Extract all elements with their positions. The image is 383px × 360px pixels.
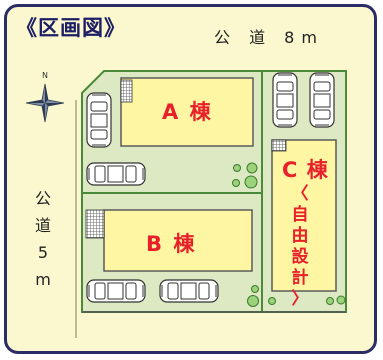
lot-a-label: A 棟 bbox=[162, 100, 213, 124]
page-title: 《区画図》 bbox=[16, 16, 126, 40]
lot-c-sub-char: 自 bbox=[291, 205, 309, 225]
lot-c-label: C 棟 bbox=[282, 158, 329, 182]
lot-c-sub-char: 〉 bbox=[291, 289, 309, 309]
lot-c-sub-char: 〈 bbox=[291, 184, 309, 204]
lot-b-label: B 棟 bbox=[146, 232, 197, 256]
road-left-char: m bbox=[35, 270, 51, 289]
parking-car bbox=[309, 72, 335, 128]
parking-car bbox=[159, 279, 219, 303]
parking-car bbox=[86, 162, 146, 186]
lot-c-sublabel: 〈 自 由 設 計 〉 bbox=[288, 184, 312, 310]
lot-c-sub-char: 設 bbox=[291, 247, 309, 267]
lot-c-sub-char: 由 bbox=[291, 226, 309, 246]
road-label-left: 公 道 5 m bbox=[28, 185, 58, 293]
shrub-icons bbox=[232, 162, 346, 307]
road-left-char: 道 bbox=[34, 216, 51, 235]
building-a bbox=[120, 77, 254, 147]
parking-car bbox=[86, 279, 146, 303]
compass-north-label: N bbox=[42, 71, 48, 80]
utility-grid-b bbox=[85, 209, 105, 239]
road-left-char: 5 bbox=[37, 243, 49, 262]
road-left-char: 公 bbox=[34, 189, 51, 208]
utility-grid-a bbox=[120, 79, 133, 103]
building-c bbox=[271, 139, 337, 292]
lot-c-sub-char: 計 bbox=[291, 268, 309, 288]
parking-car bbox=[86, 92, 112, 148]
building-b bbox=[103, 209, 253, 272]
road-label-top: 公 道 8m bbox=[214, 28, 324, 47]
utility-grid-c bbox=[271, 139, 287, 152]
compass-icon bbox=[25, 83, 65, 123]
parking-car bbox=[272, 72, 298, 128]
